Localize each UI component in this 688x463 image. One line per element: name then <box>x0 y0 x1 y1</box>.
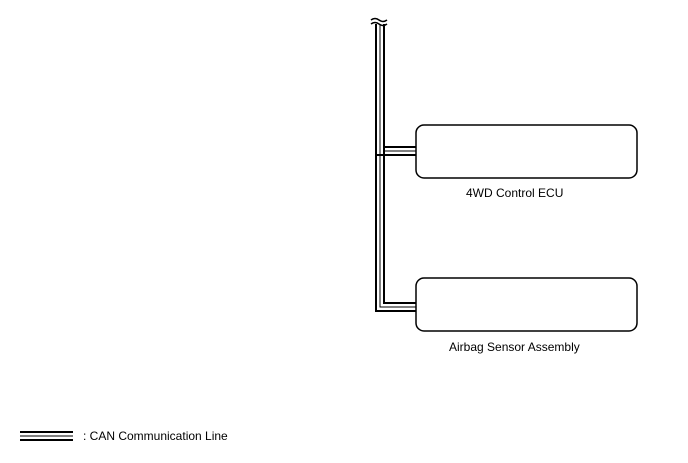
legend-label: : CAN Communication Line <box>83 429 228 443</box>
airbag-sensor-label: Airbag Sensor Assembly <box>449 340 580 354</box>
can-branch-ecu <box>376 146 416 156</box>
ecu-label: 4WD Control ECU <box>466 186 564 200</box>
legend-line-icon <box>20 431 73 441</box>
can-bus-trunk <box>375 24 416 312</box>
wire-break-mark <box>370 17 388 27</box>
airbag-sensor-box <box>415 277 638 332</box>
ecu-box <box>415 124 638 179</box>
